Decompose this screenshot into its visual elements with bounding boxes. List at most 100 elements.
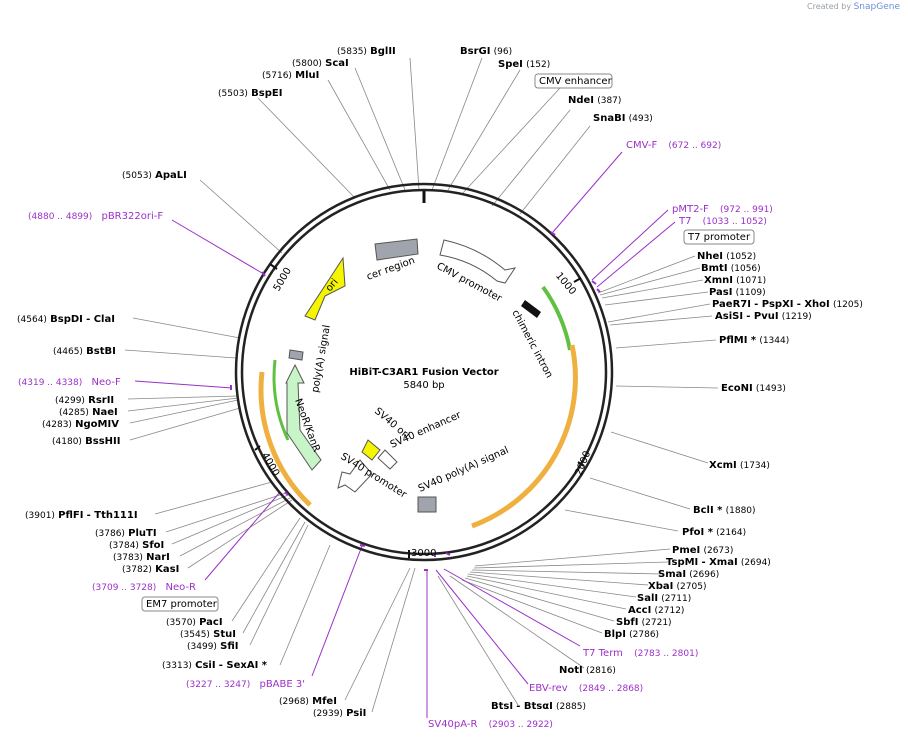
svg-text:(3227 .. 3247) pBABE 3': (3227 .. 3247) pBABE 3' [186, 679, 305, 690]
svg-text:BmtI (1056): BmtI (1056) [701, 263, 761, 274]
tick-1000: 1000 [553, 271, 578, 298]
svg-text:(4283) NgoMIV: (4283) NgoMIV [42, 419, 119, 430]
t7-term-name: T7 Term [582, 648, 623, 659]
bglii-name: BglII [370, 46, 396, 57]
svg-text:SpeI (152): SpeI (152) [498, 59, 550, 70]
noti-name: NotI [559, 665, 583, 676]
svg-text:(4319 .. 4338) Neo-F: (4319 .. 4338) Neo-F [18, 377, 121, 388]
bspei-pos: (5503) [218, 89, 248, 99]
spei-pos: (152) [526, 60, 550, 70]
paci-name: PacI [199, 617, 222, 628]
snabi-pos: (493) [629, 114, 653, 124]
backbone-outer [234, 182, 614, 562]
svg-text:(3784) SfoI: (3784) SfoI [109, 540, 164, 551]
svg-text:(3313) CsiI - SexAI *: (3313) CsiI - SexAI * [162, 660, 268, 671]
svg-text:pMT2-F (972 .. 991): pMT2-F (972 .. 991) [672, 204, 773, 215]
tspmi-sep: - XmaI [701, 557, 737, 568]
polya-signal-label: poly(A) signal [310, 324, 333, 393]
svg-text:(5835) BglII: (5835) BglII [337, 46, 396, 57]
paer7i-name: PaeR7I [712, 299, 751, 310]
svg-text:(5716) MluI: (5716) MluI [262, 70, 319, 81]
bmti-name: BmtI [701, 263, 728, 274]
pmt2-f-name: pMT2-F [672, 204, 709, 215]
ndei-name: NdeI [568, 95, 594, 106]
orf-arc [471, 344, 578, 529]
mlui-name: MluI [295, 70, 319, 81]
svg-text:PfoI * (2164): PfoI * (2164) [682, 527, 746, 538]
svg-text:(3570) PacI: (3570) PacI [166, 617, 223, 628]
spei-name: SpeI [498, 59, 523, 70]
btsi-name: BtsI [491, 701, 513, 712]
pasi-pos: (1109) [736, 288, 766, 298]
snapgene-watermark: Created by SnapGene [807, 2, 900, 12]
cmv-enhancer-box [534, 73, 613, 89]
sv40-ori-shape [361, 439, 381, 461]
svg-text:XcmI (1734): XcmI (1734) [709, 460, 770, 471]
rsrii-name: RsrII [88, 395, 114, 406]
acci-pos: (2712) [655, 606, 685, 616]
sv40-enhancer-shape [377, 449, 398, 470]
mlui-pos: (5716) [262, 71, 292, 81]
pflmi-pos: (1344) [759, 336, 789, 346]
naei-name: NaeI [92, 407, 118, 418]
cmv-enhancer-label: CMV enhancer [539, 76, 613, 87]
scai-name: ScaI [325, 58, 349, 69]
svg-text:(3783) NarI: (3783) NarI [113, 552, 170, 563]
xcmi-pos: (1734) [740, 461, 770, 471]
plasmid-length: 5840 bp [403, 380, 444, 391]
pfoi-pos: (2164) [716, 528, 746, 538]
ori-shape [304, 256, 346, 321]
bsshii-pos: (4180) [52, 437, 82, 447]
svg-text:NheI (1052): NheI (1052) [697, 251, 756, 262]
svg-text:(2939) PsiI: (2939) PsiI [313, 708, 366, 719]
naei-pos: (4285) [59, 408, 89, 418]
primer-labels: CMV-F (672 .. 692) pMT2-F (972 .. 991) T… [18, 140, 773, 730]
sbfi-name: SbfI [616, 617, 638, 628]
svg-text:SbfI (2721): SbfI (2721) [616, 617, 672, 628]
pmt2-f-range: (972 .. 991) [720, 205, 773, 215]
csii-sep: - SexAI * [219, 660, 268, 671]
kasi-name: KasI [155, 564, 179, 575]
pbr322-range: (4880 .. 4899) [28, 212, 92, 222]
svg-text:EcoNI (1493): EcoNI (1493) [721, 383, 786, 394]
sfii-name: SfiI [220, 641, 238, 652]
econi-name: EcoNI [721, 383, 753, 394]
t7-range: (1033 .. 1052) [703, 217, 767, 227]
svg-text:XbaI (2705): XbaI (2705) [648, 581, 706, 592]
tspmi-name: TspMI [666, 557, 698, 568]
pflfi-name: PflFI [58, 510, 83, 521]
t7-promoter-box [683, 229, 755, 245]
psii-name: PsiI [346, 708, 366, 719]
stui-name: StuI [213, 629, 236, 640]
svg-text:SnaBI (493): SnaBI (493) [593, 113, 653, 124]
pflfi-sep: - Tth111I [87, 510, 138, 521]
nari-pos: (3783) [113, 553, 143, 563]
cer-region-label: cer region [365, 255, 416, 283]
svg-text:(3499) SfiI: (3499) SfiI [187, 641, 238, 652]
svg-text:SV40pA-R (2903 .. 2922): SV40pA-R (2903 .. 2922) [428, 719, 553, 730]
svg-text:(5503) BspEI: (5503) BspEI [218, 88, 282, 99]
svg-text:PflMI * (1344): PflMI * (1344) [719, 335, 789, 346]
asisi-sep: - PvuI [746, 311, 778, 322]
pbr322-name: pBR322ori-F [101, 211, 163, 222]
svg-text:PaeR7I - PspXI - XhoI (1205): PaeR7I - PspXI - XhoI (1205) [712, 299, 863, 310]
em7-promoter-label: EM7 promoter [146, 599, 218, 610]
apali-pos: (5053) [122, 171, 152, 181]
rsrii-pos: (4299) [55, 396, 85, 406]
bglii-pos: (5835) [337, 47, 367, 57]
sv40-polya-label: SV40 poly(A) signal [417, 445, 511, 495]
paer7i-pos: (1205) [833, 300, 863, 310]
svg-text:NdeI (387): NdeI (387) [568, 95, 621, 106]
svg-text:(3786) PluTI: (3786) PluTI [95, 528, 157, 539]
ebv-rev-name: EBV-rev [529, 683, 568, 694]
svg-text:BsrGI (96): BsrGI (96) [460, 46, 512, 57]
svg-text:CMV-F (672 .. 692): CMV-F (672 .. 692) [626, 140, 721, 151]
blpi-pos: (2786) [629, 630, 659, 640]
bstbi-name: BstBI [86, 346, 116, 357]
svg-text:(3545) StuI: (3545) StuI [180, 629, 236, 640]
watermark-brand: SnapGene [853, 2, 900, 12]
svg-text:(4180) BssHII: (4180) BssHII [52, 436, 120, 447]
svg-text:(5800) ScaI: (5800) ScaI [292, 58, 349, 69]
t7-term-range: (2783 .. 2801) [634, 649, 698, 659]
